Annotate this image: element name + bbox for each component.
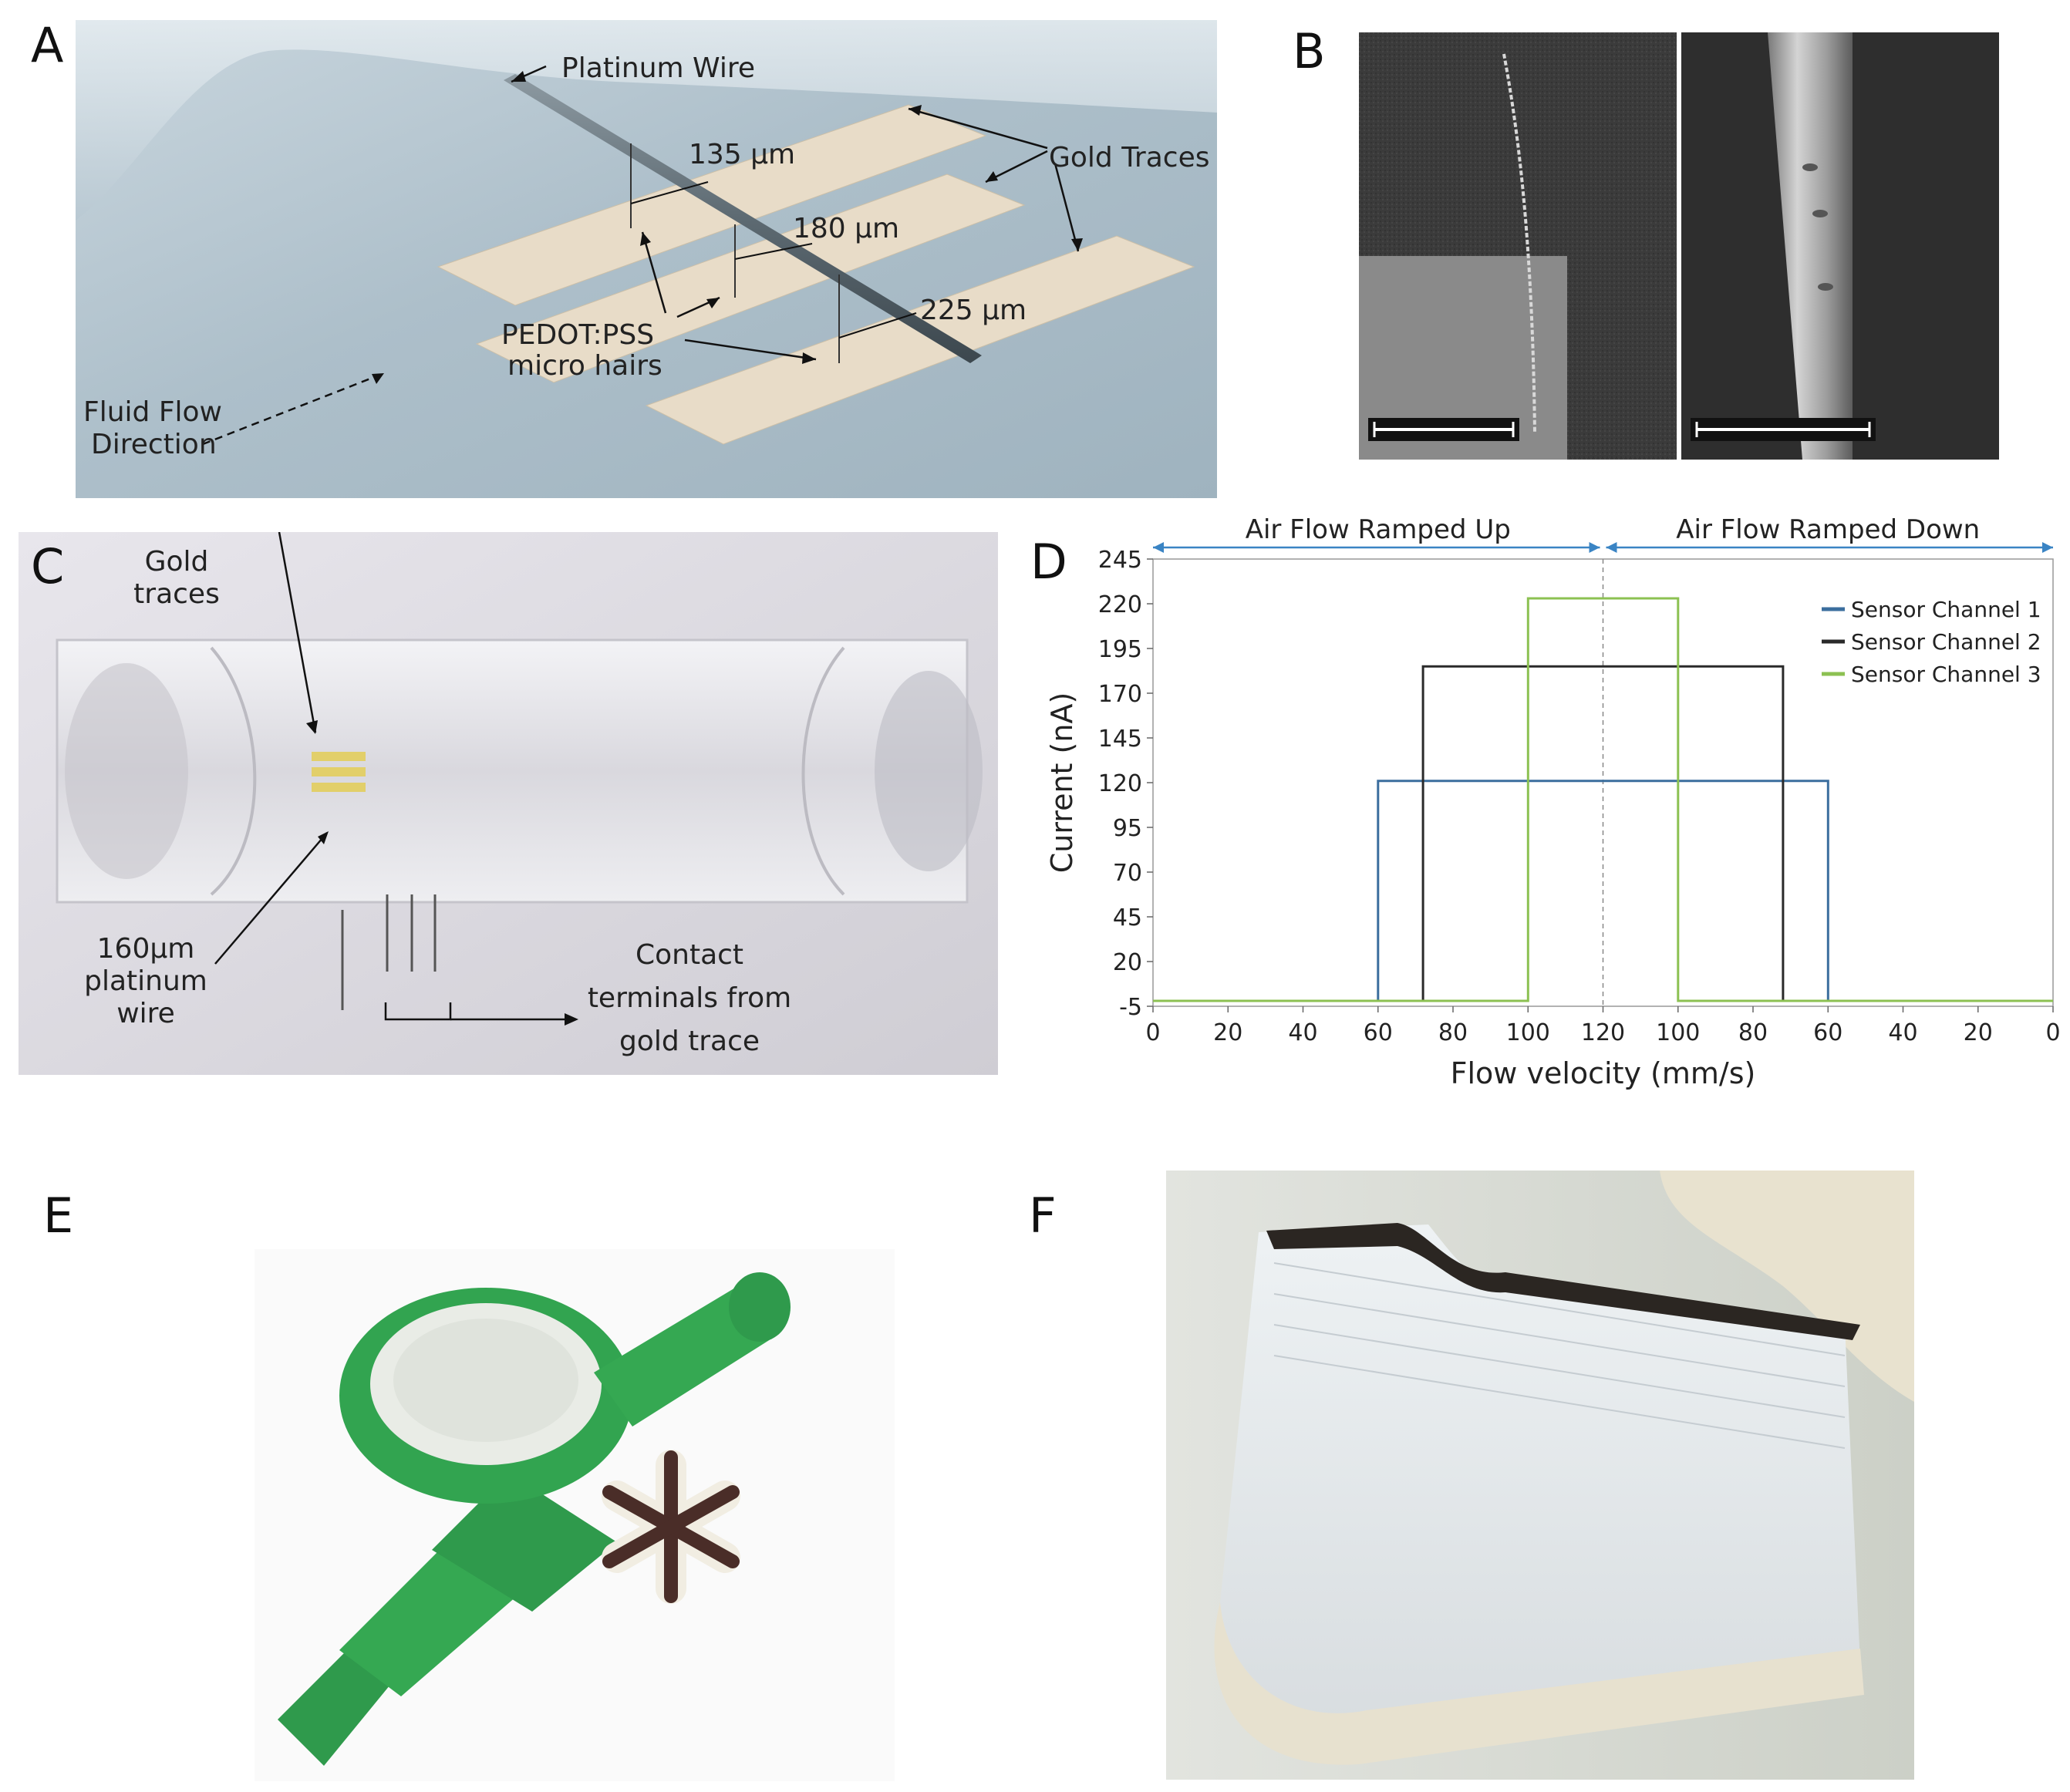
wire-label-1: 160μm [97, 933, 195, 965]
platinum-wire [504, 74, 982, 363]
x-tick-label: 100 [1656, 1019, 1700, 1046]
legend-label-channel-2: Sensor Channel 2 [1851, 629, 2041, 655]
panel-a-letter: A [31, 17, 64, 73]
pedot-label-line2: micro hairs [507, 350, 662, 382]
sem-fiber-closeup [1768, 32, 1853, 460]
star-spinner [602, 1450, 740, 1604]
gold-traces-label-1: Gold [145, 546, 209, 578]
panel-e-letter: E [43, 1187, 74, 1244]
gold-trace-3 [645, 235, 1195, 445]
contact-label-3: gold trace [619, 1026, 760, 1057]
y-tick-label: 20 [1113, 949, 1142, 976]
panel-e-photo [255, 1249, 895, 1781]
y-tick-label: 95 [1113, 815, 1142, 842]
x-tick-label: 40 [1288, 1019, 1317, 1046]
arrowhead [1606, 542, 1617, 553]
panel-c-photo: Gold traces 160μm platinum wire Contact … [19, 532, 998, 1075]
y-tick-label: 70 [1113, 860, 1142, 887]
legend-label-channel-3: Sensor Channel 3 [1851, 662, 2041, 687]
conductive-trace [1266, 1223, 1860, 1340]
x-tick-label: 120 [1581, 1019, 1625, 1046]
panel-f-photo [1166, 1171, 1914, 1780]
arrowhead [2042, 542, 2053, 553]
gold-traces-photo [312, 752, 366, 792]
printed-part-body [1218, 1224, 1860, 1726]
wire-label-2: platinum [84, 965, 207, 997]
channel-block [56, 638, 969, 904]
panel-d-chart: Air Flow Ramped Up Air Flow Ramped Down -5… [1045, 514, 2061, 1090]
green-printed-device [278, 1272, 791, 1766]
channel-wall [76, 20, 1217, 221]
dimension-180: 180 μm [793, 213, 899, 244]
x-tick-label: 20 [1213, 1019, 1242, 1046]
header-ramp-up: Air Flow Ramped Up [1246, 514, 1511, 545]
x-tick-label: 60 [1364, 1019, 1393, 1046]
series-line-channel-3 [1153, 597, 2053, 1002]
x-tick-label: 0 [1145, 1019, 1160, 1046]
y-tick-label: 120 [1098, 770, 1142, 797]
panel-f-letter: F [1029, 1187, 1057, 1244]
y-tick-label: 170 [1098, 681, 1142, 708]
y-tick-label: 45 [1113, 904, 1142, 931]
panel-c-letter: C [31, 538, 65, 595]
x-tick-label: 40 [1888, 1019, 1917, 1046]
x-tick-label: 80 [1738, 1019, 1768, 1046]
y-tick-label: -5 [1119, 994, 1142, 1021]
arrowhead [1153, 542, 1164, 553]
panel-a-diagram: Platinum Wire Gold Traces 135 μm 180 μm … [76, 20, 1217, 498]
x-tick-label: 80 [1438, 1019, 1468, 1046]
x-tick-label: 0 [2045, 1019, 2060, 1046]
y-axis-label: Current (nA) [1045, 692, 1079, 874]
panel-b-letter: B [1293, 23, 1326, 79]
contact-label-1: Contact [635, 939, 743, 971]
sem-micro-hair [1502, 53, 1536, 434]
pedot-label-line1: PEDOT:PSS [501, 319, 654, 351]
flow-label-line2: Direction [91, 429, 217, 460]
y-tick-label: 220 [1098, 591, 1142, 618]
legend-label-channel-1: Sensor Channel 1 [1851, 597, 2041, 622]
x-tick-label: 60 [1813, 1019, 1842, 1046]
gold-trace-2 [475, 173, 1026, 383]
x-axis-label: Flow velocity (mm/s) [1451, 1056, 1756, 1090]
contact-label-2: terminals from [588, 982, 791, 1014]
x-tick-label: 20 [1964, 1019, 1993, 1046]
gold-traces-label: Gold Traces [1049, 142, 1209, 173]
dimension-135: 135 μm [689, 139, 795, 170]
gold-traces-label-2: traces [133, 578, 220, 610]
y-tick-label: 245 [1098, 547, 1142, 574]
x-tick-label: 100 [1506, 1019, 1550, 1046]
y-tick-label: 145 [1098, 726, 1142, 753]
arrowhead [1589, 542, 1600, 553]
y-tick-label: 195 [1098, 636, 1142, 663]
panel-b-sem-images [1359, 32, 1999, 460]
panel-d-letter: D [1030, 534, 1067, 590]
header-ramp-down: Air Flow Ramped Down [1676, 514, 1980, 545]
dimension-225: 225 μm [920, 295, 1027, 326]
platinum-wire-label: Platinum Wire [561, 52, 755, 84]
wire-label-3: wire [116, 998, 175, 1029]
flow-label-line1: Fluid Flow [83, 396, 222, 428]
